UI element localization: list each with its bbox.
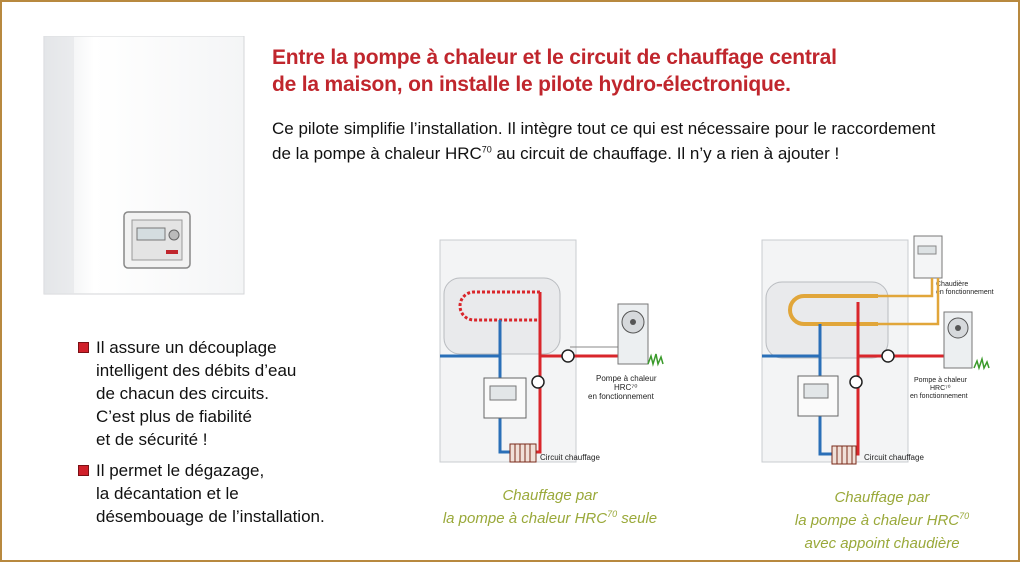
boiler-label-1: Chaudière — [936, 281, 968, 288]
intro-line-2-suffix: au circuit de chauffage. Il n’y a rien à… — [491, 144, 840, 163]
boiler-return — [878, 278, 940, 326]
caption-right-line-2-prefix: la pompe à chaleur HRC — [794, 512, 960, 529]
title-line-2: de la maison, on installe le pilote hydr… — [272, 73, 791, 96]
feature-1-line-5: et de sécurité ! — [96, 430, 208, 449]
intro-paragraph: Ce pilote simplifie l’installation. Il i… — [272, 116, 982, 166]
caption-right: Chauffage par la pompe à chaleur HRC70 a… — [748, 486, 1016, 555]
grass-icon — [973, 356, 990, 371]
radiator-icon — [509, 443, 537, 463]
intro-line-2-prefix: de la pompe à chaleur HRC — [272, 144, 482, 163]
heat-pump-label-1: Pompe à chaleur — [914, 377, 968, 384]
circulator-pump-icon — [849, 375, 863, 389]
control-display — [136, 227, 166, 241]
boiler-coil — [788, 294, 878, 326]
circulator-pump-icon — [531, 375, 545, 389]
heat-pump-label-2: HRC⁷⁰ — [930, 384, 951, 392]
intro-line-1: Ce pilote simplifie l’installation. Il i… — [272, 119, 936, 138]
feature-item-degassing: Il permet le dégazage, la décantation et… — [78, 459, 338, 528]
radiator-icon — [831, 445, 857, 465]
red-square-bullet-icon — [78, 342, 89, 353]
intro-superscript: 70 — [481, 144, 492, 155]
circuit-label: Circuit chauffage — [540, 453, 600, 462]
boiler-pipe — [878, 278, 934, 298]
caption-right-line-3: avec appoint chaudière — [804, 535, 960, 552]
heat-pump-label-1: Pompe à chaleur — [596, 374, 657, 383]
storage-tank — [443, 277, 561, 355]
circulator-pump-icon — [881, 349, 895, 363]
feature-1-line-4: C’est plus de fiabilité — [96, 407, 252, 426]
caption-left-line-2-prefix: la pompe à chaleur HRC — [442, 510, 608, 527]
page-title: Entre la pompe à chaleur et le circuit d… — [272, 44, 972, 98]
caption-right-line-2: la pompe à chaleur HRC70 — [748, 509, 1016, 532]
caption-right-line-1: Chauffage par — [834, 489, 930, 506]
feature-1-line-2: intelligent des débits d’eau — [96, 361, 297, 380]
feature-item-decoupling: Il assure un découplage intelligent des … — [78, 336, 338, 451]
title-line-1: Entre la pompe à chaleur et le circuit d… — [272, 46, 837, 69]
heat-pump-label-2: HRC⁷⁰ — [614, 383, 637, 392]
boiler-label-2: en fonctionnement — [936, 289, 994, 296]
red-square-bullet-icon — [78, 465, 89, 476]
pilot-unit-illustration — [43, 36, 245, 295]
hot-coil-dotted — [458, 290, 540, 322]
feature-1-line-1: Il assure un découplage — [96, 338, 277, 357]
heat-pump-unit — [617, 303, 649, 365]
heat-pump-label-3: en fonctionnement — [910, 393, 968, 400]
feature-2-line-2: la décantation et le — [96, 484, 239, 503]
storage-tank — [765, 281, 889, 359]
diagram-heat-pump-only: Pompe à chaleur HRC⁷⁰ en fonctionnement … — [439, 239, 664, 463]
heat-pump-unit — [943, 311, 973, 369]
heat-pump-label-3: en fonctionnement — [588, 392, 655, 401]
caption-left-superscript: 70 — [607, 509, 618, 519]
feature-list: Il assure un découplage intelligent des … — [78, 336, 338, 536]
diagram-heat-pump-with-boiler: Chaudière en fonctionnement Pompe à chal… — [761, 235, 994, 465]
feature-1-line-3: de chacun des circuits. — [96, 384, 269, 403]
grass-icon — [647, 353, 664, 367]
caption-left-line-1: Chauffage par — [502, 487, 598, 504]
intro-line-2: de la pompe à chaleur HRC70 au circuit d… — [272, 141, 982, 166]
circuit-label: Circuit chauffage — [864, 453, 924, 462]
caption-left-line-2-suffix: seule — [617, 510, 658, 527]
feature-2-line-3: désembouage de l’installation. — [96, 507, 325, 526]
caption-right-superscript: 70 — [959, 511, 970, 521]
caption-left-line-2: la pompe à chaleur HRC70 seule — [420, 507, 680, 530]
circulator-pump-icon — [561, 349, 575, 363]
feature-2-line-1: Il permet le dégazage, — [96, 461, 265, 480]
boiler-unit — [913, 235, 943, 279]
caption-left: Chauffage par la pompe à chaleur HRC70 s… — [420, 484, 680, 530]
control-knob — [168, 229, 180, 241]
